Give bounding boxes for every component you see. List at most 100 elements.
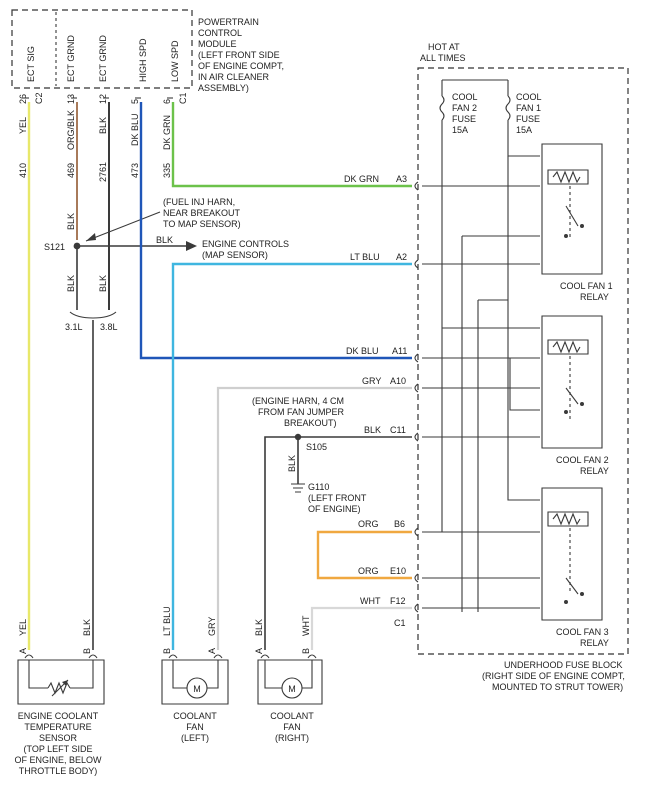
fuse-block-label: UNDERHOOD FUSE BLOCK xyxy=(504,660,623,670)
component-pin: B xyxy=(301,648,311,654)
component-pin: A xyxy=(207,648,217,654)
fb-pin-label: A11 xyxy=(392,346,407,356)
wire-color-label: ORG/BLK xyxy=(66,110,76,150)
ground-name: G110 xyxy=(308,482,329,492)
relay-label: COOL FAN 1 xyxy=(560,281,613,291)
motor-symbol: M xyxy=(288,684,296,694)
component-label: FAN xyxy=(186,722,204,732)
component-label: (RIGHT) xyxy=(275,733,309,743)
wire-color-label: WHT xyxy=(301,615,311,636)
relay-cool-fan-3 xyxy=(541,487,603,621)
pcm-title-line: IN AIR CLEANER xyxy=(198,72,270,82)
relay-cool-fan-2 xyxy=(541,315,603,449)
wire-color-label: BLK xyxy=(254,619,264,636)
pcm-title-line: POWERTRAIN xyxy=(198,17,259,27)
fan-motor-icon xyxy=(186,677,208,699)
fb-pin-label: C1 xyxy=(394,618,406,628)
fb-pin-label: F12 xyxy=(390,596,406,606)
component-label: ENGINE COOLANT xyxy=(18,711,99,721)
hot-at-label: HOT AT xyxy=(428,42,460,52)
pcm-pin-number: 26 xyxy=(18,94,28,104)
fb-pin-label: C11 xyxy=(390,425,406,435)
hot-at-label: ALL TIMES xyxy=(420,53,466,63)
pcm-title-line: MODULE xyxy=(198,39,237,49)
fb-wire-label: GRY xyxy=(362,376,381,386)
wire-blk-c11 xyxy=(264,436,412,650)
wire-color-label: DK GRN xyxy=(162,115,172,150)
fuse-block-label: MOUNTED TO STRUT TOWER) xyxy=(492,682,623,692)
fuse-label: COOL xyxy=(452,92,478,102)
pcm-connector-id: C2 xyxy=(34,92,44,104)
fuse-label: FUSE xyxy=(516,114,540,124)
pcm-title-line: OF ENGINE COMPT, xyxy=(198,61,284,71)
component-label: OF ENGINE, BELOW xyxy=(14,755,102,765)
fuse-block-box xyxy=(417,67,629,655)
wire-dk-blu xyxy=(139,102,412,360)
relay-label: RELAY xyxy=(580,292,609,302)
fb-wire-label: DK BLU xyxy=(346,346,379,356)
splice-name: S105 xyxy=(306,442,327,452)
splice-s121-dot xyxy=(73,242,81,250)
component-pin: B xyxy=(82,648,92,654)
pcm-title-line: ASSEMBLY) xyxy=(198,83,249,93)
circuit-number: 469 xyxy=(66,163,76,178)
fan-motor-icon xyxy=(281,677,303,699)
fuse-label: COOL xyxy=(516,92,542,102)
wire-color-label: BLK xyxy=(82,619,92,636)
coolant-fan-left: M xyxy=(161,654,229,705)
pcm-pin-number: 6 xyxy=(162,99,172,104)
fuse-block-internal-wiring xyxy=(422,79,540,612)
pcm-pin-number: 13 xyxy=(66,94,76,104)
component-label: COOLANT xyxy=(173,711,217,721)
splice-name: S121 xyxy=(44,242,65,252)
fb-pin-label: A10 xyxy=(390,376,406,386)
splice-note: (ENGINE HARN, 4 CM xyxy=(252,396,344,406)
wire-color-label: BLK xyxy=(287,455,297,472)
fuse-label: 15A xyxy=(452,125,468,135)
fb-wire-label: ORG xyxy=(358,566,379,576)
pcm-pin-number: 12 xyxy=(98,94,108,104)
engine-variant-label: 3.1L xyxy=(65,322,83,332)
pcm-title-line: (LEFT FRONT SIDE xyxy=(198,50,280,60)
wire-color-label: YEL xyxy=(18,619,28,636)
fb-wire-label: DK GRN xyxy=(344,174,379,184)
splice-note: (FUEL INJ HARN, xyxy=(163,197,235,207)
fb-pin-label: A3 xyxy=(396,174,407,184)
pcm-pin-number: 5 xyxy=(130,99,140,104)
fuse-block-terminals xyxy=(414,181,419,613)
component-pin: B xyxy=(162,648,172,654)
engine-controls-label: (MAP SENSOR) xyxy=(202,250,268,260)
fuse-cool-fan-1: COOL FAN 1 FUSE 15A xyxy=(516,92,542,135)
fuse-label: FAN 1 xyxy=(516,103,541,113)
wire-color-label: GRY xyxy=(207,617,217,636)
circuit-number: 473 xyxy=(130,163,140,178)
pcm-pin-name: HIGH SPD xyxy=(138,38,148,82)
arrow-head xyxy=(186,241,197,251)
fb-wire-label: BLK xyxy=(364,425,381,435)
wire-color-label: BLK xyxy=(156,235,173,245)
wire-wht xyxy=(310,606,412,650)
motor-symbol: M xyxy=(193,684,201,694)
component-label: TEMPERATURE xyxy=(24,722,91,732)
pcm-connector: ECT SIG ECT GRND ECT GRND HIGH SPD LOW S… xyxy=(11,9,193,89)
wire-color-label: BLK xyxy=(98,117,108,134)
wire-gry xyxy=(216,386,412,650)
wire-color-label: BLK xyxy=(66,213,76,230)
wire-lt-blu xyxy=(171,262,412,650)
relay-label: RELAY xyxy=(580,638,609,648)
pcm-title-line: CONTROL xyxy=(198,28,242,38)
component-label: COOLANT xyxy=(270,711,314,721)
ground-note: OF ENGINE) xyxy=(308,504,361,514)
fuse-label: FAN 2 xyxy=(452,103,477,113)
pcm-connector-id: C1 xyxy=(178,92,188,104)
component-label: THROTTLE BODY) xyxy=(19,766,98,776)
wire-org xyxy=(316,530,412,580)
pcm-pin-name: LOW SPD xyxy=(170,40,180,82)
pcm-pin-name: ECT SIG xyxy=(26,46,36,82)
wire-color-label: BLK xyxy=(98,275,108,292)
fuse-label: 15A xyxy=(516,125,532,135)
ground-symbol xyxy=(291,483,305,493)
harness-bracket xyxy=(69,311,117,319)
wire-color-label: BLK xyxy=(66,275,76,292)
relay-label: COOL FAN 2 xyxy=(556,455,609,465)
